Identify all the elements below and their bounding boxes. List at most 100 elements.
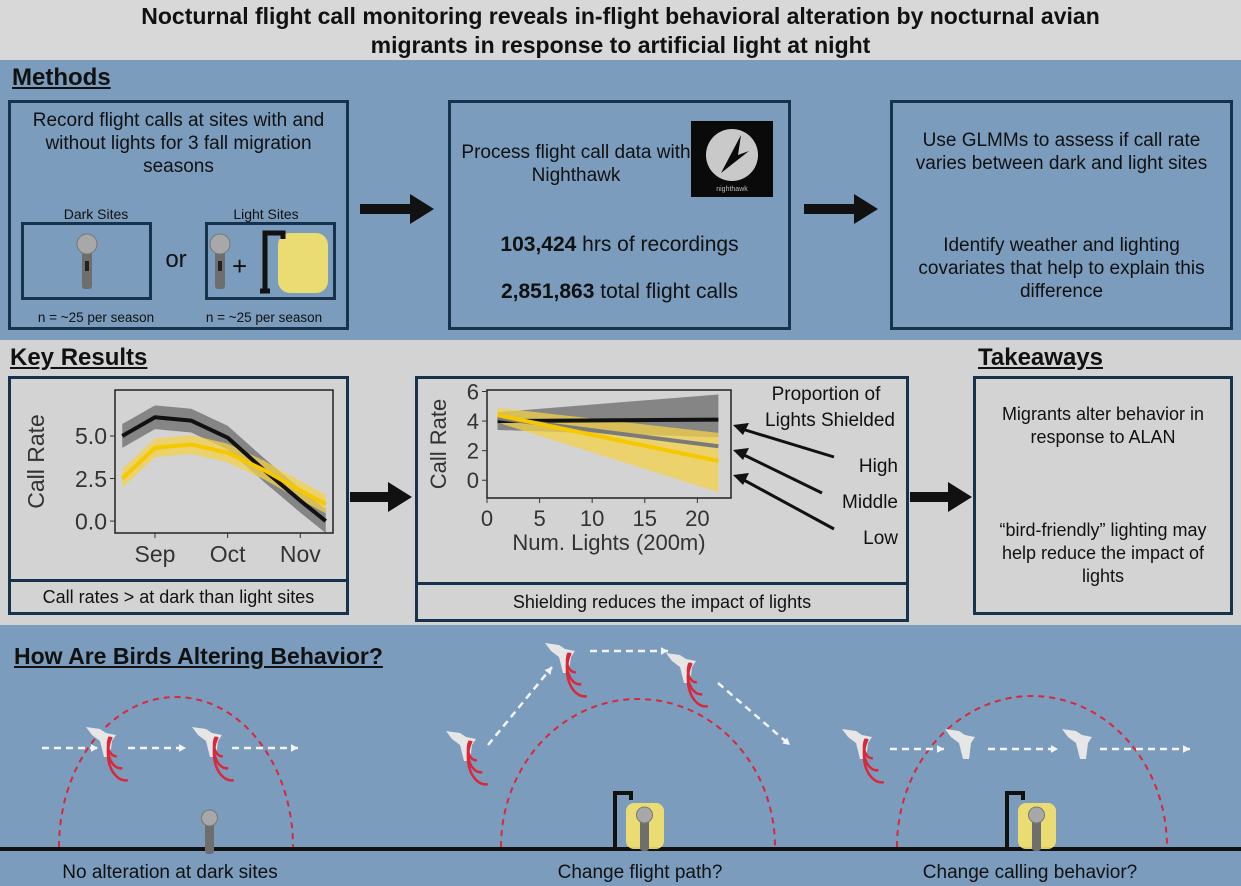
arrowhead-icon	[782, 737, 790, 745]
y-tick-label: 0	[467, 468, 479, 493]
legend-label-middle: Middle	[842, 492, 898, 513]
mic-handle	[640, 819, 649, 851]
record-step-text: Record flight calls at sites with and wi…	[32, 110, 325, 177]
flight-calls-stat: 2,851,863 total flight calls	[451, 280, 788, 303]
x-axis-label: Num. Lights (200m)	[512, 530, 705, 555]
series-line-light-sites	[120, 442, 327, 506]
legend-label-low: Low	[863, 528, 898, 549]
legend-title: Proportion of	[772, 384, 882, 405]
light-sites-label: Light Sites	[233, 206, 299, 222]
arrowhead-icon	[733, 423, 749, 435]
scenario-caption-flight-path: Change flight path?	[557, 862, 723, 883]
detection-range-arc	[58, 696, 294, 848]
microphone-icon	[636, 806, 653, 851]
legend-title: Lights Shielded	[765, 410, 895, 431]
arrow-right-icon	[910, 482, 972, 512]
call-wave-icon	[565, 652, 587, 698]
record-step-box: Record flight calls at sites with and wi…	[8, 100, 349, 330]
bird-icon	[192, 727, 234, 782]
mic-handle	[1032, 819, 1041, 851]
scenario-caption-calling: Change calling behavior?	[922, 862, 1138, 883]
y-tick-label: 4	[467, 409, 479, 434]
dark-sites-label: Dark Sites	[63, 206, 129, 222]
dark-sample-size: n = ~25 per season	[37, 310, 155, 325]
arrowhead-icon	[660, 647, 668, 655]
behavior-section: How Are Birds Altering Behavior? No alte…	[0, 625, 1241, 886]
bird-icon	[446, 731, 488, 786]
covariates-text: Identify weather and lighting covariates…	[918, 235, 1205, 302]
y-tick-label: 2.5	[75, 466, 107, 492]
light-site-illustration: +	[209, 230, 328, 294]
arrowhead-icon	[90, 744, 98, 752]
plot-frame	[486, 389, 732, 499]
methods-heading: Methods	[12, 64, 111, 91]
lamp-post	[1001, 791, 1025, 851]
recording-hours-stat: 103,424 hrs of recordings	[451, 233, 788, 256]
legend-pointer-arrow	[741, 477, 835, 531]
x-tick-label: 0	[481, 506, 493, 531]
seasonal-chart-caption: Call rates > at dark than light sites	[11, 579, 346, 612]
call-wave-icon	[686, 662, 708, 708]
light-sample-size: n = ~25 per season	[205, 310, 323, 325]
bird-icon	[945, 729, 975, 759]
call-wave-icon	[106, 736, 128, 782]
series-line-low	[497, 413, 719, 463]
arrowhead-icon	[733, 448, 749, 460]
x-tick-label: 5	[533, 506, 545, 531]
microphone-icon	[201, 809, 218, 854]
methods-section: Methods Record flight calls at sites wit…	[0, 60, 1241, 340]
detection-range-arc	[500, 698, 776, 848]
behavior-scenarios-illustration	[0, 643, 1241, 854]
x-tick-label: 15	[633, 506, 657, 531]
title-line-1: Nocturnal flight call monitoring reveals…	[141, 3, 1100, 29]
streetlight-icon	[609, 791, 664, 851]
mic-head	[1028, 806, 1045, 824]
flight-path-arrow	[717, 682, 791, 746]
bird-icon	[842, 729, 884, 784]
call-wave-icon	[466, 740, 488, 786]
mic-head	[201, 809, 218, 827]
flight-calls-label: total flight calls	[594, 280, 738, 303]
flight-calls-value: 2,851,863	[500, 280, 595, 303]
arrow-right-icon	[360, 194, 434, 224]
legend-pointer-arrow	[741, 427, 835, 459]
arrowhead-icon	[544, 667, 552, 675]
bird-icon	[545, 643, 587, 698]
ci-band-low	[497, 407, 719, 493]
y-axis-label: Call Rate	[426, 399, 451, 489]
arrow-right-icon	[350, 482, 412, 512]
bird-icon	[86, 727, 128, 782]
y-axis-label: Call Rate	[23, 414, 49, 509]
bird-icon	[1062, 729, 1092, 759]
mic-handle	[205, 822, 214, 854]
y-tick-label: 5.0	[75, 423, 107, 449]
takeaway-2: “bird-friendly” lighting may help reduce…	[999, 520, 1207, 586]
arrowhead-icon	[1050, 745, 1058, 753]
streetlight-icon	[260, 230, 328, 294]
y-tick-label: 2	[467, 439, 479, 464]
arrowhead-icon	[1182, 745, 1190, 753]
plus-sign: +	[232, 251, 247, 281]
svg-text:nighthawk: nighthawk	[716, 186, 748, 193]
arrowhead-icon	[178, 744, 186, 752]
mic-head	[636, 806, 653, 824]
streetlight-icon	[1001, 791, 1056, 851]
takeaway-1: Migrants alter behavior in response to A…	[1001, 404, 1205, 447]
x-tick-label: 10	[580, 506, 604, 531]
title-line-2: migrants in response to artificial light…	[370, 32, 871, 58]
microphone-icon	[209, 233, 231, 289]
glmm-text: Use GLMMs to assess if call rate varies …	[915, 130, 1208, 174]
microphone-icon	[76, 233, 98, 289]
arrow-right-icon	[804, 194, 878, 224]
x-tick-label: Oct	[210, 541, 246, 567]
recording-hours-label: hrs of recordings	[576, 233, 739, 256]
recording-hours-value: 103,424	[500, 233, 577, 256]
arrowhead-icon	[936, 745, 944, 753]
arrowhead-icon	[733, 473, 749, 485]
how-heading: How Are Birds Altering Behavior?	[14, 643, 383, 669]
call-wave-icon	[862, 738, 884, 784]
